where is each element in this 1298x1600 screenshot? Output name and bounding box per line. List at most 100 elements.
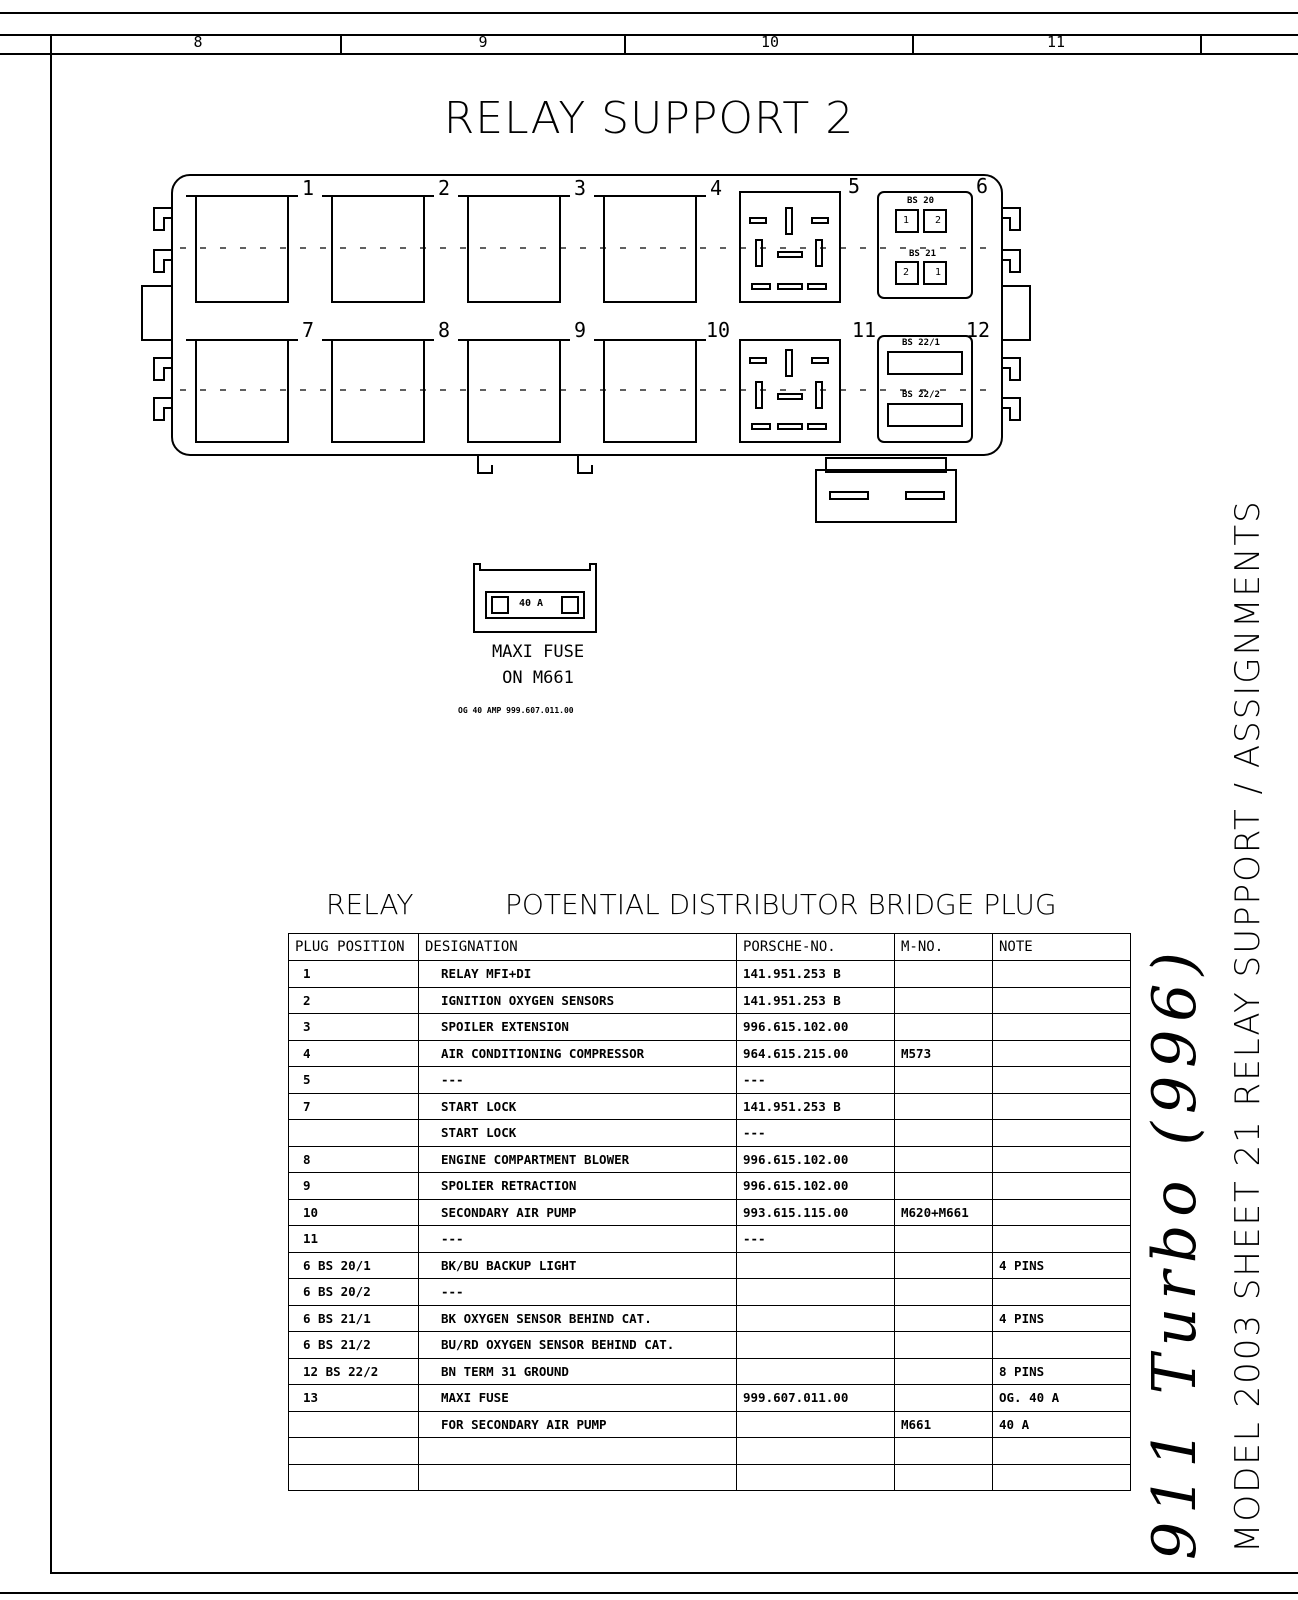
fuse-label-line2: ON M661: [502, 668, 574, 688]
table-cell: 141.951.253 B: [736, 960, 895, 988]
relay-position-label: 2: [438, 176, 451, 200]
table-cell: 993.615.115.00: [736, 1198, 895, 1226]
table-cell: [736, 1463, 895, 1491]
relay-position-label: 10: [706, 318, 731, 342]
table-cell: M573: [894, 1039, 993, 1067]
table-cell: [418, 1463, 737, 1491]
table-row: [288, 1463, 1131, 1491]
table-cell: FOR SECONDARY AIR PUMP: [418, 1410, 737, 1438]
table-cell: [736, 1278, 895, 1306]
table-cell: [992, 1172, 1131, 1200]
column-header: NOTE: [992, 933, 1131, 961]
housing-clip: [477, 455, 493, 474]
grid-column-label: 10: [760, 33, 780, 51]
table-cell: [894, 1331, 993, 1359]
grid-divider: [1200, 34, 1202, 54]
assignment-table: PLUG POSITION DESIGNATION PORSCHE-NO. M-…: [288, 933, 1131, 1491]
relay-position-label: 8: [438, 318, 451, 342]
table-cell: 964.615.215.00: [736, 1039, 895, 1067]
table-row: 6 BS 20/2---: [288, 1278, 1131, 1306]
table-cell: [418, 1437, 737, 1465]
table-cell: 2: [288, 986, 419, 1014]
table-header-row: PLUG POSITION DESIGNATION PORSCHE-NO. M-…: [288, 933, 1131, 961]
table-cell: [894, 1437, 993, 1465]
table-cell: [894, 1251, 993, 1279]
table-cell: 8 PINS: [992, 1357, 1131, 1385]
bridge-plug-6: [877, 191, 973, 299]
table-cell: [736, 1304, 895, 1332]
table-title-relay: RELAY: [326, 888, 414, 921]
table-cell: [736, 1331, 895, 1359]
bs-pin-label: 2: [903, 267, 910, 278]
relay-socket-5: [739, 191, 841, 303]
grid-divider: [912, 34, 914, 54]
table-cell: 9: [288, 1172, 419, 1200]
bottom-connector-top: [825, 457, 947, 473]
table-cell: 6 BS 21/1: [288, 1304, 419, 1332]
table-cell: [992, 1198, 1131, 1226]
table-cell: [992, 1331, 1131, 1359]
relay-socket-10: [594, 339, 706, 443]
table-cell: [736, 1410, 895, 1438]
table-cell: [288, 1463, 419, 1491]
table-cell: 7: [288, 1092, 419, 1120]
grid-top-line: [0, 34, 1298, 36]
relay-position-label: 3: [574, 176, 587, 200]
table-cell: 996.615.102.00: [736, 1013, 895, 1041]
table-cell: [894, 986, 993, 1014]
bs-label: BS 22/1: [902, 338, 940, 348]
table-cell: 1: [288, 960, 419, 988]
table-cell: 11: [288, 1225, 419, 1253]
table-cell: [894, 1278, 993, 1306]
bridge-plug-12: [877, 335, 973, 443]
relay-position-label: 7: [302, 318, 315, 342]
table-cell: 996.615.102.00: [736, 1172, 895, 1200]
column-header: DESIGNATION: [418, 933, 737, 961]
table-cell: M620+M661: [894, 1198, 993, 1226]
relay-socket-9: [458, 339, 570, 443]
left-border-line: [50, 34, 52, 1574]
table-row: START LOCK---: [288, 1119, 1131, 1147]
table-cell: BK OXYGEN SENSOR BEHIND CAT.: [418, 1304, 737, 1332]
table-cell: START LOCK: [418, 1119, 737, 1147]
table-cell: RELAY MFI+DI: [418, 960, 737, 988]
housing-clip: [1002, 397, 1021, 421]
table-cell: 999.607.011.00: [736, 1384, 895, 1412]
connector-slot: [829, 491, 869, 500]
table-cell: [992, 1437, 1131, 1465]
table-cell: 3: [288, 1013, 419, 1041]
table-cell: [894, 1066, 993, 1094]
relay-position-label: 4: [710, 176, 723, 200]
connector-slot: [905, 491, 945, 500]
table-cell: [894, 1357, 993, 1385]
housing-clip: [153, 357, 172, 381]
table-cell: 6 BS 21/2: [288, 1331, 419, 1359]
table-cell: OG. 40 A: [992, 1384, 1131, 1412]
table-cell: [992, 960, 1131, 988]
bs-label: BS 21: [909, 249, 937, 259]
table-cell: BN TERM 31 GROUND: [418, 1357, 737, 1385]
table-cell: 40 A: [992, 1410, 1131, 1438]
table-cell: ---: [418, 1278, 737, 1306]
table-cell: 10: [288, 1198, 419, 1226]
table-cell: ENGINE COMPARTMENT BLOWER: [418, 1145, 737, 1173]
grid-column-label: 9: [478, 33, 488, 51]
table-cell: 141.951.253 B: [736, 1092, 895, 1120]
table-cell: [894, 1384, 993, 1412]
housing-side-tab: [141, 285, 173, 341]
column-header: PLUG POSITION: [288, 933, 419, 961]
grid-divider: [340, 34, 342, 54]
table-cell: [992, 1463, 1131, 1491]
table-cell: [894, 1145, 993, 1173]
table-cell: [894, 1092, 993, 1120]
table-cell: [992, 1013, 1131, 1041]
bs-label: BS 20: [907, 196, 935, 206]
grid-column-label: 11: [1046, 33, 1066, 51]
table-cell: ---: [736, 1225, 895, 1253]
table-cell: SPOILER EXTENSION: [418, 1013, 737, 1041]
